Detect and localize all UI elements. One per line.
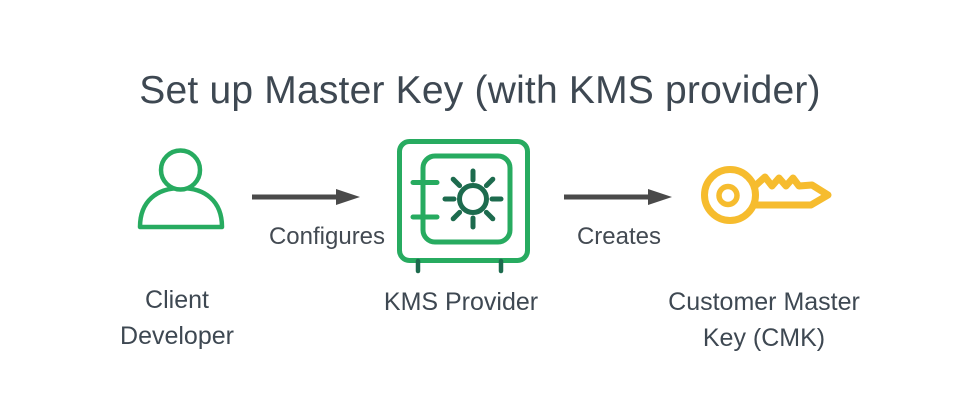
key-bow-hole xyxy=(716,183,740,208)
arrow-head xyxy=(648,189,672,205)
safe-dial-spoke xyxy=(450,209,463,222)
safe-outer-body xyxy=(397,139,530,263)
safe-icon xyxy=(397,139,530,274)
person-icon xyxy=(137,148,225,230)
diagram-title: Set up Master Key (with KMS provider) xyxy=(139,69,821,112)
safe-box-strokes xyxy=(397,139,530,263)
node-caption-customer-master-key: Customer Master Key (CMK) xyxy=(668,288,860,352)
safe-dial-strokes xyxy=(415,168,504,274)
safe-dial-spoke xyxy=(483,209,496,222)
safe-dial-spoke xyxy=(450,176,463,189)
person-body-shape xyxy=(137,185,225,230)
safe-door xyxy=(420,153,513,245)
safe-dial-circle xyxy=(457,183,489,215)
edge-label-creates: Creates xyxy=(576,223,662,250)
key-icon xyxy=(701,166,832,224)
key-bow xyxy=(701,166,759,224)
edge-label-configures: Configures xyxy=(268,223,386,250)
safe-dial-spoke xyxy=(483,176,496,189)
key-strokes xyxy=(701,166,832,224)
arrow-creates-icon xyxy=(564,189,672,205)
person-icon-strokes xyxy=(137,148,225,230)
key-shaft xyxy=(750,173,832,209)
node-caption-client-developer: Client Developer xyxy=(120,286,234,350)
arrow-configures-icon xyxy=(252,189,360,205)
person-head-shape xyxy=(158,148,203,192)
arrow-head xyxy=(336,189,360,205)
node-caption-kms-provider: KMS Provider xyxy=(383,288,539,316)
